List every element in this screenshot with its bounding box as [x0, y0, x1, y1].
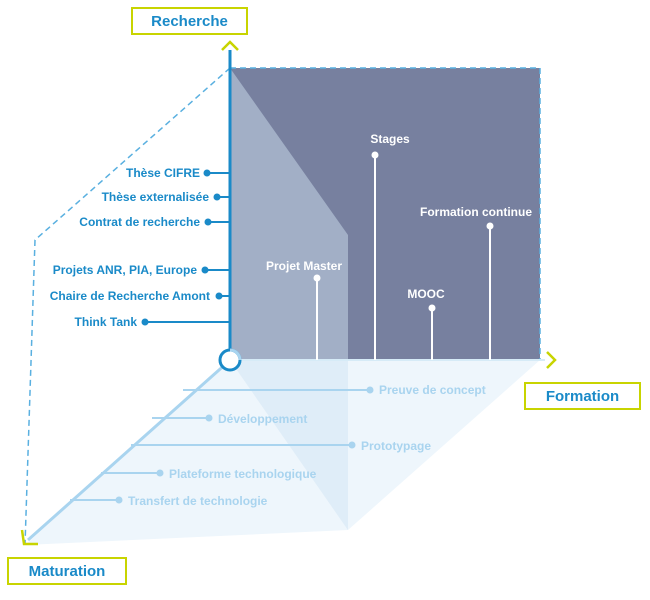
maturation-item-prototypage: Prototypage — [131, 439, 431, 453]
formation-item-label: MOOC — [407, 287, 445, 301]
recherche-item-think-tank: Think Tank — [75, 315, 230, 329]
recherche-item-projets-anr: Projets ANR, PIA, Europe — [53, 263, 230, 277]
maturation-arrowhead — [20, 529, 38, 546]
maturation-item-label: Preuve de concept — [379, 383, 486, 397]
recherche-item-label: Projets ANR, PIA, Europe — [53, 263, 198, 277]
recherche-axis-title: Recherche — [131, 7, 248, 35]
formation-item-stages: Stages — [370, 132, 410, 360]
formation-item-formation-continue: Formation continue — [420, 205, 532, 360]
maturation-item-developpement: Développement — [152, 412, 307, 426]
maturation-item-transfert-de-technologie: Transfert de technologie — [70, 494, 268, 508]
recherche-item-these-cifre: Thèse CIFRE — [126, 166, 230, 180]
maturation-item-label: Plateforme technologique — [169, 467, 317, 481]
maturation-item-preuve-de-concept: Preuve de concept — [183, 383, 486, 397]
maturation-axis — [27, 360, 229, 542]
formation-item-label: Projet Master — [266, 259, 342, 273]
formation-item-projet-master: Projet Master — [266, 259, 342, 360]
formation-arrowhead — [546, 351, 557, 369]
formation-title-label: Formation — [546, 388, 619, 405]
maturation-title-label: Maturation — [29, 563, 106, 580]
maturation-item-label: Transfert de technologie — [128, 494, 268, 508]
maturation-item-label: Prototypage — [361, 439, 431, 453]
formation-item-label: Stages — [370, 132, 410, 146]
recherche-item-label: Think Tank — [75, 315, 138, 329]
maturation-axis-title: Maturation — [7, 557, 127, 585]
recherche-item-label: Thèse externalisée — [102, 190, 210, 204]
dashed-top-edge — [230, 67, 541, 360]
dashed-left-edge — [24, 67, 231, 546]
recherche-arrowhead — [221, 40, 239, 51]
formation-item-label: Formation continue — [420, 205, 532, 219]
origin-marker-arc — [229, 348, 242, 361]
maturation-plane — [25, 360, 540, 545]
recherche-item-label: Contrat de recherche — [79, 215, 200, 229]
formation-axis-title: Formation — [524, 382, 641, 410]
recherche-item-chaire-de-recherche-amont: Chaire de Recherche Amont — [50, 289, 230, 303]
formation-item-mooc: MOOC — [407, 287, 445, 360]
maturation-item-plateforme-technologique: Plateforme technologique — [101, 467, 317, 481]
maturation-item-label: Développement — [218, 412, 307, 426]
recherche-item-these-externalisee: Thèse externalisée — [102, 190, 230, 204]
recherche-item-label: Thèse CIFRE — [126, 166, 200, 180]
recherche-item-label: Chaire de Recherche Amont — [50, 289, 210, 303]
recherche-title-label: Recherche — [151, 13, 228, 30]
recherche-item-contrat-de-recherche: Contrat de recherche — [79, 215, 230, 229]
formation-plane — [230, 68, 540, 360]
